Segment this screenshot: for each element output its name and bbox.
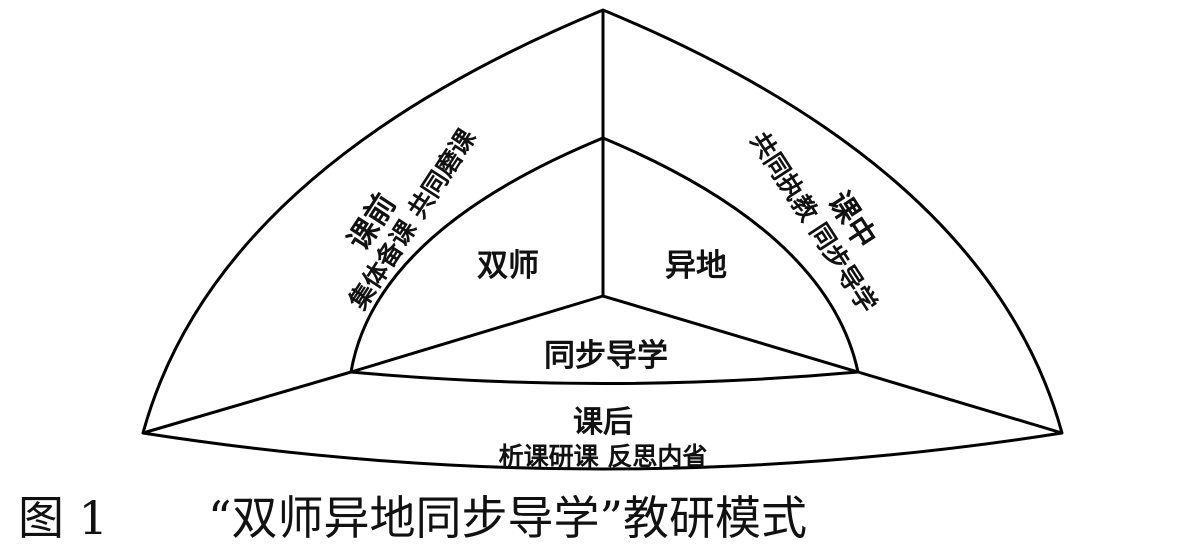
center-right-label: 异地 xyxy=(665,248,727,284)
center-left-label: 双师 xyxy=(477,248,539,284)
center-left-line xyxy=(350,294,604,374)
figure-number: 图 1 xyxy=(18,491,108,545)
figure-title: “双师异地同步导学”教研模式 xyxy=(208,491,807,545)
center-bottom-label: 同步导学 xyxy=(544,338,668,374)
after-class-title: 课后 xyxy=(573,405,633,440)
outer-curved-triangle xyxy=(141,8,1064,471)
after-class-activities: 析课研课 反思内省 xyxy=(499,442,708,471)
left-corner-line xyxy=(142,370,352,435)
inner-curved-triangle xyxy=(349,136,860,385)
right-corner-line xyxy=(857,370,1063,435)
center-right-line xyxy=(602,294,859,374)
